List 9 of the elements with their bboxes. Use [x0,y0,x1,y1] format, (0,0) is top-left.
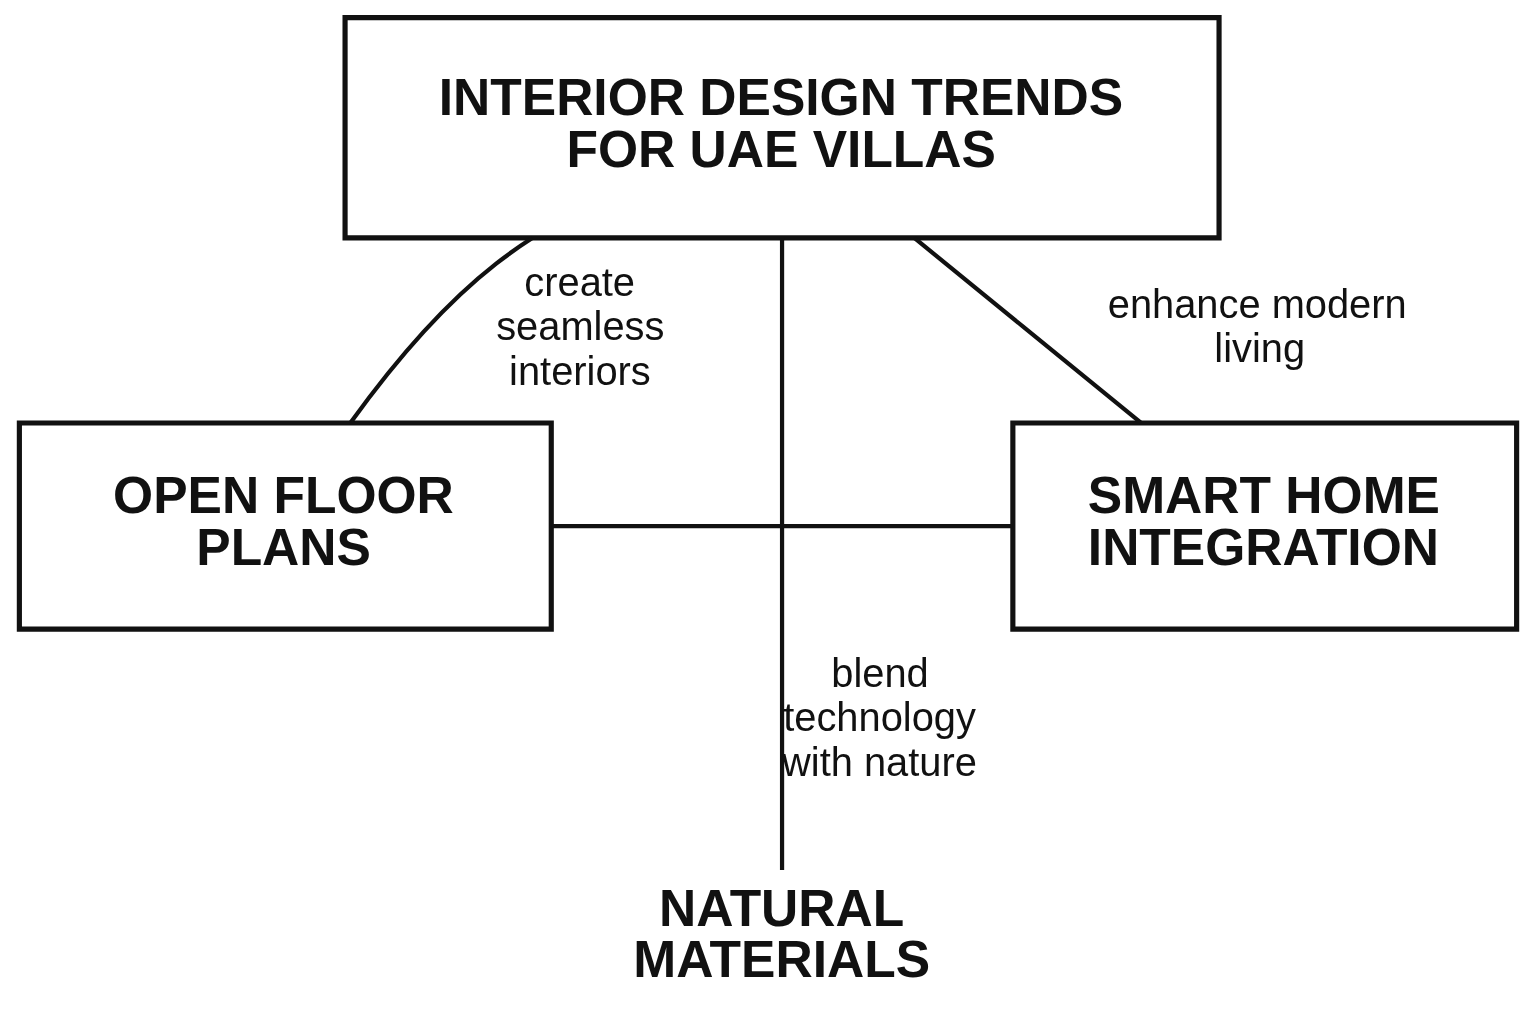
edge-label: create seamless interiors [496,259,665,393]
connector [779,237,785,870]
connector [551,523,1013,529]
edge-label: enhance modern living [1107,281,1407,371]
node-box: SMART HOME INTEGRATION [1010,420,1520,632]
edge-label: blend technology with nature [782,650,977,784]
node-text: NATURAL MATERIALS [633,878,931,989]
node-box: OPEN FLOOR PLANS [16,420,554,632]
node-box: INTERIOR DESIGN TRENDS FOR UAE VILLAS [342,15,1222,241]
